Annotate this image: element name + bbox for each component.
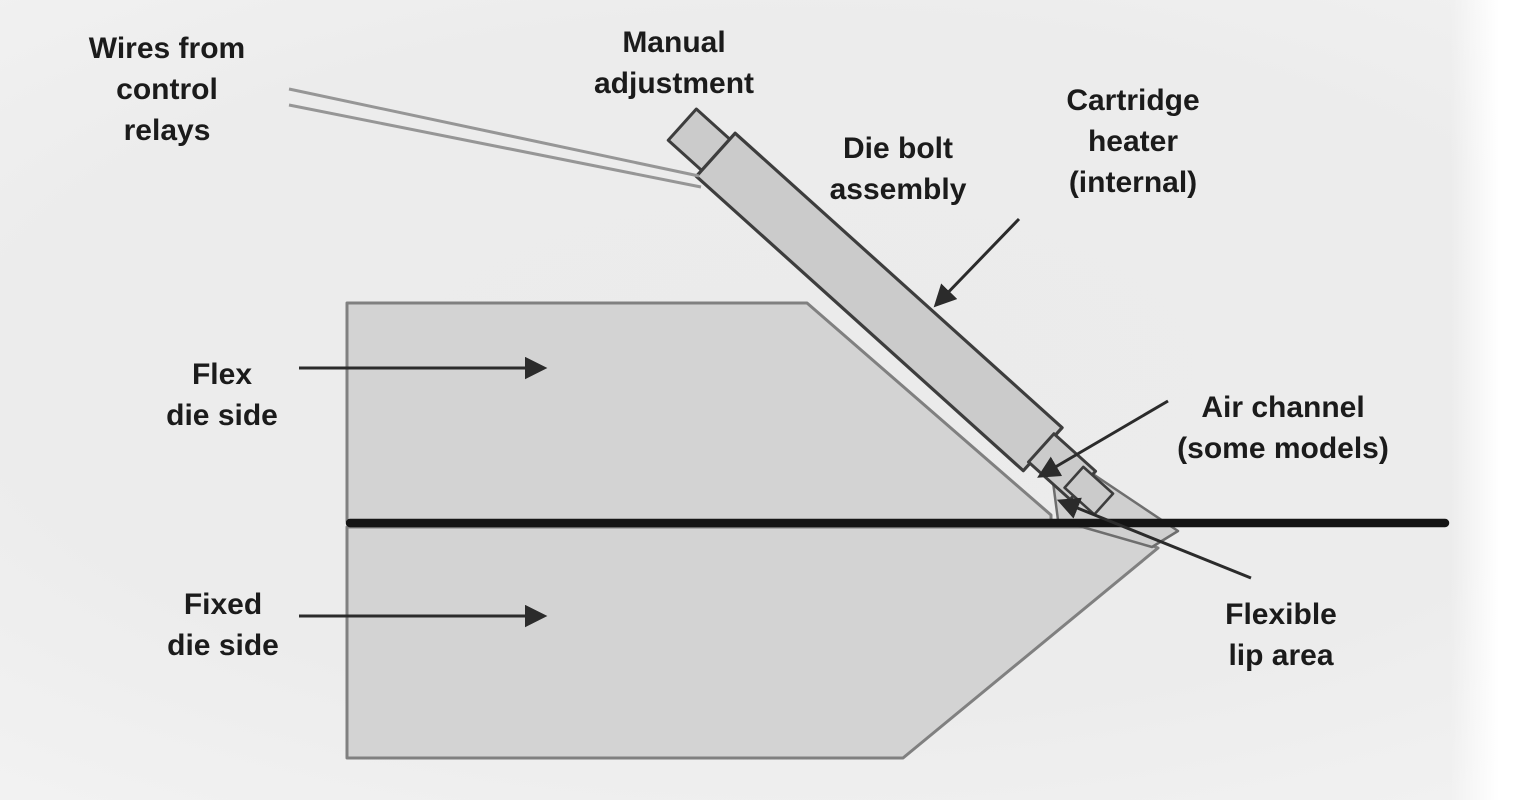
flexible-lip-area-label: Flexible lip area [1225, 598, 1337, 672]
flexible-lip-arrow [1056, 497, 1252, 580]
die-bolt-assembly-label: Die bolt assembly [829, 132, 967, 206]
background-white-band [1450, 0, 1540, 800]
wires-from-control-relays-label: Wires from control relays [88, 32, 246, 147]
wire-line-top [288, 87, 700, 178]
flex-die-body [345, 301, 1053, 523]
air-channel-label: Air channel (some models) [1177, 391, 1389, 465]
fixed-die-body [345, 525, 1160, 760]
air-channel-arrow [1037, 399, 1169, 478]
manual-adjustment-label: Manual adjustment [593, 26, 755, 100]
cartridge-heater-arrow [933, 217, 1021, 308]
cartridge-heater-label: Cartridge heater (internal) [1066, 84, 1200, 199]
wire-line-bottom [288, 103, 702, 189]
flex-die-side-label: Flex die side [166, 358, 278, 432]
fixed-die-side-label: Fixed die side [167, 588, 279, 662]
